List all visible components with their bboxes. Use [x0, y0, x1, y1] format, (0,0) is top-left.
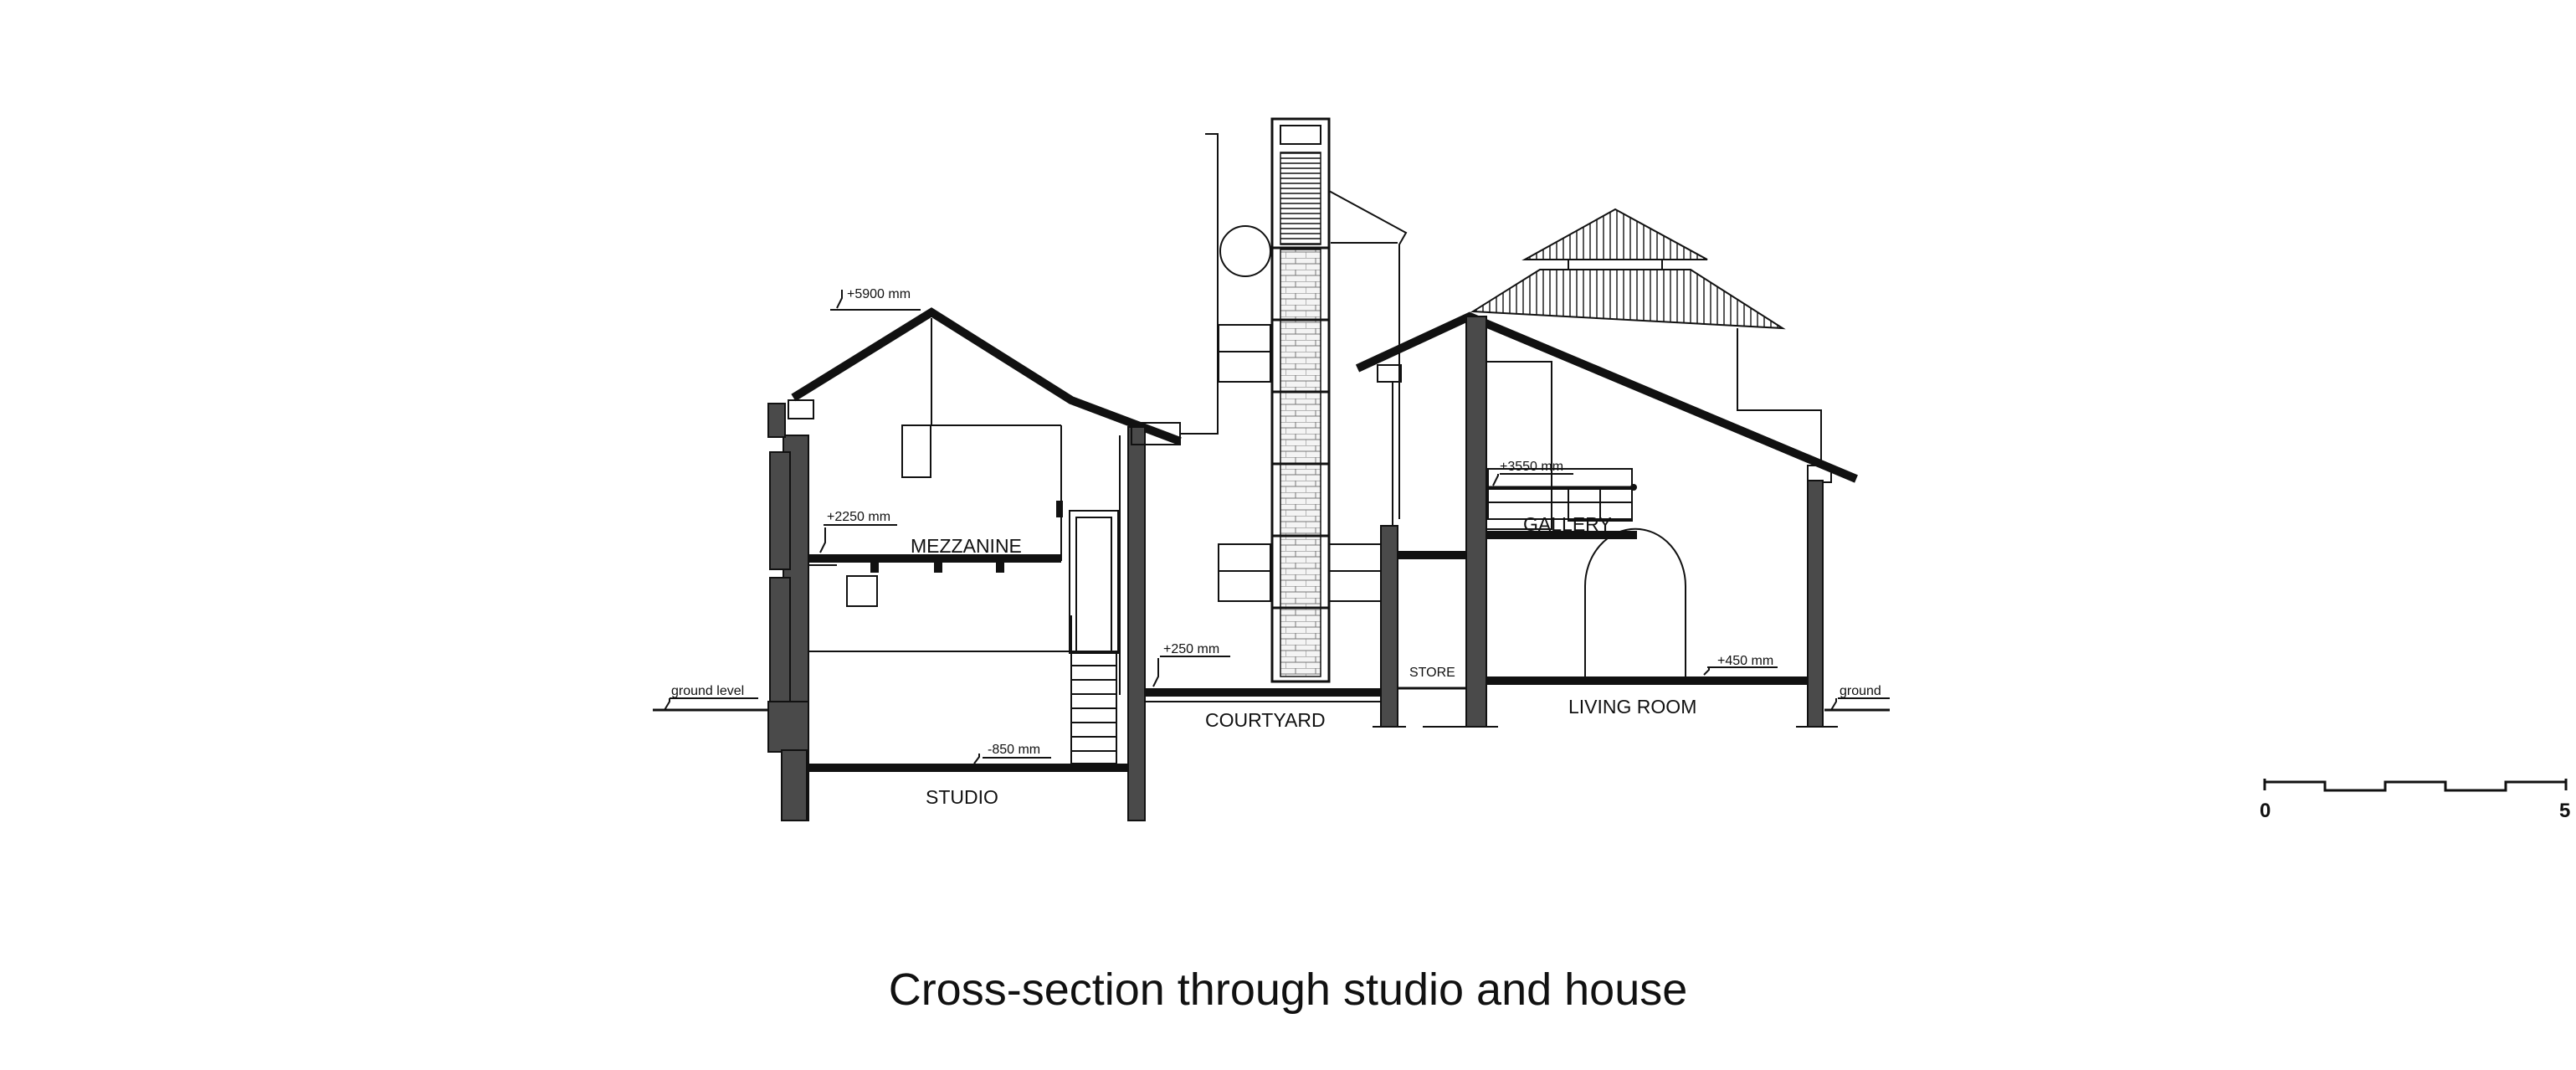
scale-bar — [2263, 779, 2568, 792]
level-courtyard-floor: +250 mm — [1163, 642, 1219, 656]
room-label-studio: STUDIO — [926, 786, 998, 808]
scale-bar-end: 5 — [2559, 800, 2570, 822]
room-label-gallery: GALLERY — [1523, 513, 1612, 535]
scale-bar-start: 0 — [2260, 800, 2271, 822]
level-gallery-floor: +3550 mm — [1500, 460, 1563, 474]
room-label-living-room: LIVING ROOM — [1568, 696, 1696, 718]
room-label-store: STORE — [1409, 666, 1455, 680]
level-ridge-studio: +5900 mm — [847, 287, 911, 301]
level-studio-floor: -850 mm — [988, 743, 1040, 757]
level-ground-left: ground level — [671, 684, 744, 698]
drawing-caption: Cross-section through studio and house — [889, 965, 1688, 1015]
level-ground-right: ground — [1840, 684, 1881, 698]
courtyard-tower — [1145, 117, 1481, 728]
level-living-floor: +450 mm — [1717, 654, 1773, 668]
level-markers — [664, 290, 1890, 764]
room-label-mezzanine: MEZZANINE — [911, 535, 1022, 557]
house-building — [1355, 208, 1858, 728]
level-mezzanine-floor: +2250 mm — [827, 510, 890, 524]
room-label-courtyard: COURTYARD — [1205, 709, 1326, 731]
studio-building — [767, 307, 1182, 821]
